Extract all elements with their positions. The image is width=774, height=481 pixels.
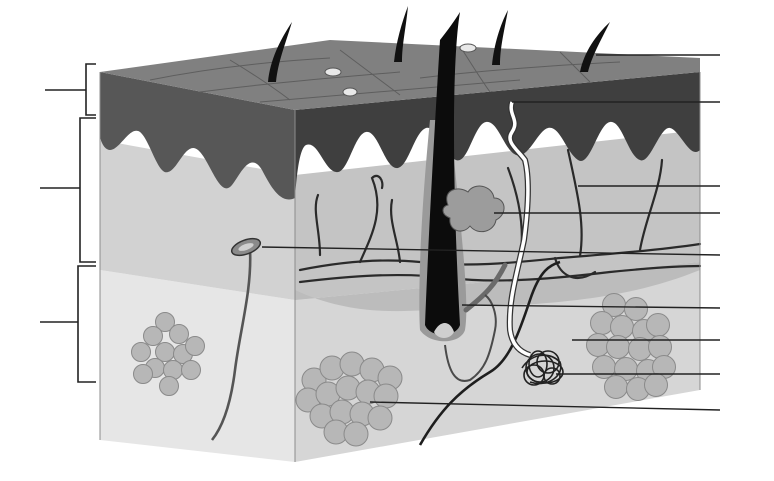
fat-cell <box>591 312 614 335</box>
bracket-epidermis <box>45 64 96 115</box>
fat-cell <box>605 376 628 399</box>
fat-cell <box>182 361 201 380</box>
sweat-pore <box>343 88 357 96</box>
fat-cell <box>344 422 368 446</box>
fat-cell <box>645 374 668 397</box>
fat-cell <box>611 316 634 339</box>
sweat-pore <box>325 68 341 76</box>
fat-cell <box>593 356 616 379</box>
fat-cell <box>186 337 205 356</box>
bracket-hypodermis <box>40 266 96 382</box>
fat-cell <box>170 325 189 344</box>
fat-cell <box>647 314 670 337</box>
layer-brackets <box>40 64 96 382</box>
fat-cell <box>132 343 151 362</box>
fat-cell <box>587 334 610 357</box>
fat-cell <box>649 336 672 359</box>
sweat-pore <box>460 44 476 52</box>
bracket-dermis <box>40 118 96 262</box>
fat-cell <box>374 384 398 408</box>
fat-cell <box>160 377 179 396</box>
fat-cell <box>629 338 652 361</box>
fat-cell <box>134 365 153 384</box>
fat-cell <box>144 327 163 346</box>
fat-cell <box>607 336 630 359</box>
fat-cell <box>368 406 392 430</box>
